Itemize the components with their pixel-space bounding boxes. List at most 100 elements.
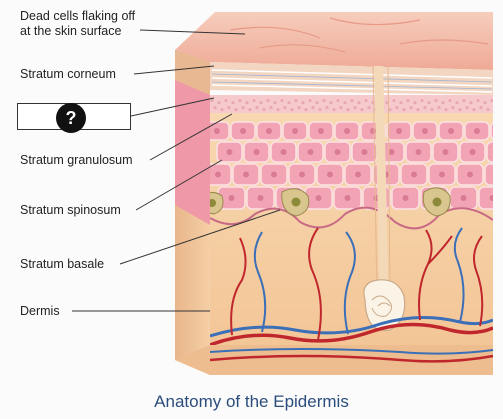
granule xyxy=(276,107,280,112)
block-bottom-vessels xyxy=(209,354,494,363)
cell-nucleus xyxy=(402,195,409,201)
cell-nucleus xyxy=(299,171,305,178)
granule xyxy=(329,100,333,105)
cell-nucleus xyxy=(396,128,402,134)
granule xyxy=(231,100,235,105)
capillary-red-4 xyxy=(473,235,484,327)
granule xyxy=(364,98,368,103)
cell-nucleus xyxy=(228,195,235,201)
cell-nucleus xyxy=(240,128,246,134)
label-stratum-granulosum: Stratum granulosum xyxy=(20,153,133,167)
granule xyxy=(395,105,399,110)
granule xyxy=(402,107,406,112)
granule xyxy=(336,98,340,103)
leader-corneum xyxy=(133,65,215,75)
granule xyxy=(346,107,350,112)
granule xyxy=(224,98,228,103)
cell-nucleus xyxy=(334,149,341,155)
cell-nucleus xyxy=(266,128,272,134)
granule xyxy=(266,98,270,103)
granule xyxy=(287,100,291,105)
cell-nucleus xyxy=(214,128,220,134)
granule xyxy=(423,105,427,110)
granule xyxy=(490,98,493,103)
cell-nucleus xyxy=(344,195,351,201)
granule xyxy=(392,98,396,103)
granulosum-strip xyxy=(210,95,493,113)
label-stratum-corneum: Stratum corneum xyxy=(20,67,116,81)
granule xyxy=(290,107,294,112)
granule xyxy=(385,100,389,105)
epidermal-cell xyxy=(484,163,493,186)
cell-nucleus xyxy=(355,171,361,178)
cell-nucleus xyxy=(361,149,368,155)
diagram-caption: Anatomy of the Epidermis xyxy=(154,392,349,411)
granule xyxy=(301,100,305,105)
granule xyxy=(441,100,445,105)
granule xyxy=(213,105,217,110)
granule xyxy=(427,100,431,105)
granule xyxy=(416,107,420,112)
granule xyxy=(476,98,480,103)
skin-surface xyxy=(175,12,493,70)
granule xyxy=(360,107,364,112)
cell-nucleus xyxy=(469,149,476,155)
cell-nucleus xyxy=(215,171,221,178)
corneum-lines-2 xyxy=(211,73,493,90)
granule xyxy=(430,107,434,112)
label-dead-cells-line2: at the skin surface xyxy=(20,24,122,38)
block-bottom-vessels-blue xyxy=(209,348,494,355)
melanocyte-right xyxy=(422,187,451,217)
cell-nucleus xyxy=(439,171,445,178)
granule xyxy=(332,107,336,112)
granule xyxy=(472,107,476,112)
granule xyxy=(238,98,242,103)
melanocyte-left xyxy=(210,192,224,215)
label-dermis: Dermis xyxy=(20,304,60,318)
granule xyxy=(448,98,452,103)
granule xyxy=(259,100,263,105)
granule xyxy=(322,98,326,103)
granule xyxy=(479,105,483,110)
leader-spinosum xyxy=(135,159,223,211)
granule xyxy=(486,107,490,112)
cell-nucleus xyxy=(474,128,480,134)
granule xyxy=(315,100,319,105)
capillary-blue-3 xyxy=(453,227,465,323)
granule xyxy=(304,107,308,112)
epidermal-cell xyxy=(486,141,493,163)
epidermal-cells xyxy=(210,121,503,210)
cell-nucleus xyxy=(422,128,428,134)
epidermal-cell xyxy=(490,121,493,141)
granule xyxy=(217,100,221,105)
capillary-blue-2 xyxy=(343,231,356,335)
granule xyxy=(434,98,438,103)
melanocyte-center xyxy=(281,188,310,217)
granule xyxy=(388,107,392,112)
granule xyxy=(294,98,298,103)
granule xyxy=(458,107,462,112)
granule xyxy=(255,105,259,110)
leader-hidden xyxy=(130,97,215,117)
granule xyxy=(469,100,473,105)
granule xyxy=(437,105,441,110)
capillary-red-3 xyxy=(418,229,453,321)
cell-nucleus xyxy=(495,172,501,178)
granule xyxy=(353,105,357,110)
granule xyxy=(245,100,249,105)
granule xyxy=(269,105,273,110)
leader-dead-cells xyxy=(139,29,246,35)
question-mark-icon[interactable]: ? xyxy=(56,103,86,133)
cell-nucleus xyxy=(467,171,473,178)
leader-basale xyxy=(119,209,281,265)
granule xyxy=(234,107,238,112)
label-stratum-spinosum: Stratum spinosum xyxy=(20,203,121,217)
granule xyxy=(455,100,459,105)
cell-nucleus xyxy=(257,195,264,201)
granule xyxy=(465,105,469,110)
artery-main xyxy=(210,322,493,345)
cell-nucleus xyxy=(497,149,503,155)
granule xyxy=(308,98,312,103)
